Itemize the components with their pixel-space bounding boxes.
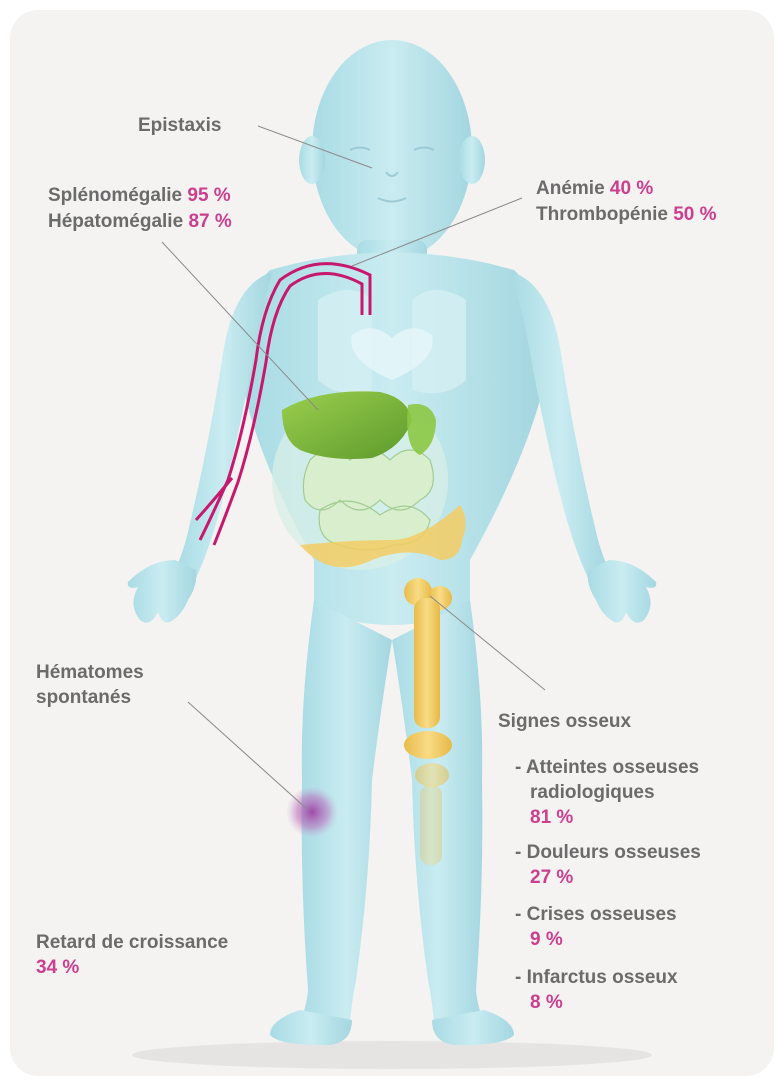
bruise-mark <box>286 786 338 838</box>
ground-shadow <box>132 1041 652 1069</box>
bone-sign-item-4-value: 8 % <box>515 990 678 1015</box>
bone-sign-item-3-line1: - Crises osseuses <box>515 902 677 927</box>
label-retard-croissance: Retard de croissance 34 % <box>36 930 228 980</box>
bone-sign-item-1: - Atteintes osseuses radiologiques 81 % <box>515 755 699 830</box>
label-splenomegalie-text: Splénomégalie <box>48 185 182 206</box>
bone-sign-item-1-value: 81 % <box>515 805 699 830</box>
label-retard-text: Retard de croissance <box>36 930 228 955</box>
intestines-organ <box>303 450 433 550</box>
label-signes-osseux: Signes osseux <box>498 709 631 734</box>
bone-sign-item-1-line2: radiologiques <box>515 780 699 805</box>
label-thrombopenie-value: 50 % <box>673 204 716 225</box>
label-hepatomegalie-value: 87 % <box>188 211 231 232</box>
label-epistaxis-text: Epistaxis <box>138 115 221 136</box>
bone-sign-item-3: - Crises osseuses 9 % <box>515 902 677 952</box>
bone-sign-item-2-value: 27 % <box>515 865 701 890</box>
bone-sign-item-2: - Douleurs osseuses 27 % <box>515 840 701 890</box>
label-thrombopenie-text: Thrombopénie <box>536 204 668 225</box>
bone-sign-item-1-line1: - Atteintes osseuses <box>515 755 699 780</box>
label-thrombopenie: Thrombopénie 50 % <box>536 202 717 227</box>
label-epistaxis: Epistaxis <box>138 113 221 138</box>
figure-card: Epistaxis Splénomégalie 95 % Hépatomégal… <box>10 10 774 1076</box>
label-hematomes-line2: spontanés <box>36 685 144 710</box>
label-anemie: Anémie 40 % <box>536 176 653 201</box>
label-retard-value: 34 % <box>36 955 228 980</box>
label-signes-osseux-title: Signes osseux <box>498 711 631 732</box>
bone-sign-item-4: - Infarctus osseux 8 % <box>515 965 678 1015</box>
label-hepatomegalie-text: Hépatomégalie <box>48 211 183 232</box>
label-splenomegalie: Splénomégalie 95 % <box>48 183 231 208</box>
label-splenomegalie-value: 95 % <box>187 185 230 206</box>
label-hematomes-line1: Hématomes <box>36 660 144 685</box>
label-hepatomegalie: Hépatomégalie 87 % <box>48 209 232 234</box>
label-anemie-text: Anémie <box>536 178 605 199</box>
label-hematomes: Hématomes spontanés <box>36 660 144 710</box>
bone-sign-item-4-line1: - Infarctus osseux <box>515 965 678 990</box>
bone-sign-item-2-line1: - Douleurs osseuses <box>515 840 701 865</box>
label-anemie-value: 40 % <box>610 178 653 199</box>
bone-sign-item-3-value: 9 % <box>515 927 677 952</box>
